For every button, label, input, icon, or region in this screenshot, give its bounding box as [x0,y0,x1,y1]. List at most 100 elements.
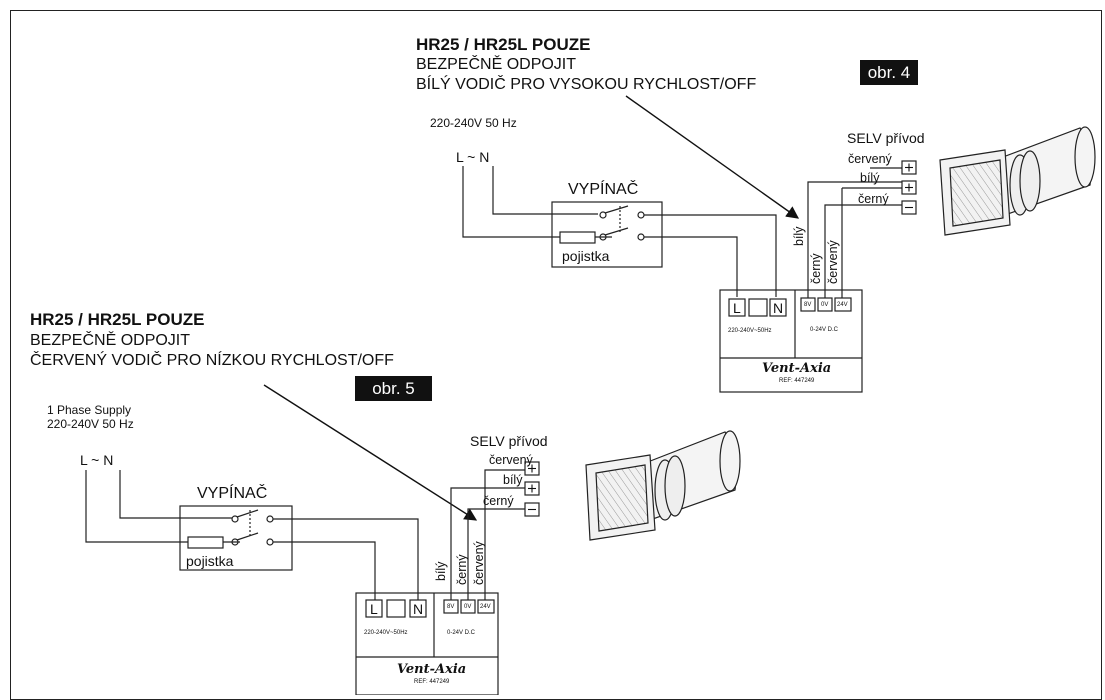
fig4-switch-label: VYPÍNAČ [568,181,639,198]
fig4-grille-slats [949,159,1004,227]
fig4-fan-unit [939,126,1096,236]
fig5-selv-red [484,469,525,600]
fig5-switched-neutral [273,518,419,600]
fig5-contact [266,538,274,546]
fig4-fuse-label: pojistka [562,248,610,264]
fig4-supply-voltage: 220-240V 50 Hz [430,116,517,130]
fig5-switch-blade [236,509,259,518]
fig5-switch-blade [236,532,259,541]
fig4-neutral-wire [492,166,598,215]
fig4-instruction-1: BEZPEČNĚ ODPOJIT [416,56,577,73]
fig5-selv-black [467,508,525,600]
fig5-term-24v: 24V [480,604,491,610]
fig4-switched-live [644,236,738,297]
fig5-wire-black-label: černý [483,494,514,508]
fig5-contact [266,515,274,523]
fig5-vert-white: bílý [434,561,448,581]
fig5-selv-label: SELV přívod [470,433,548,449]
fig5-selv-minus [524,502,540,517]
fig5-supply-phase: 1 Phase Supply [47,403,132,417]
fig5-grille-slats [595,464,649,532]
fig4-switch-blade [604,227,629,236]
fig5-fuse [187,536,224,549]
fig5-wire-white-label: bílý [503,473,523,487]
fig4-term-8v: 8V [804,302,812,308]
fig4-vert-white: bílý [792,226,806,246]
fig4-term-l: L [733,300,741,316]
fig5-selv-plus-2 [524,481,540,496]
fig5-arrow [263,384,478,521]
fig4-contact [637,233,645,241]
fig5-line-neutral: L ~ N [80,452,114,468]
fig5-terminal-24v [477,599,495,614]
fig5-duct-ring [664,455,686,517]
fig5-selv-plus-1 [524,461,540,476]
fig5-term-0v: 0V [464,604,472,610]
fig4-controller [719,289,863,393]
fig5-terminal-L [365,599,383,618]
fig5-switch-box [179,505,293,571]
fig5-duct-end [719,430,741,492]
fig4-diagram [462,95,917,393]
fig4-duct-end [1074,126,1096,188]
fig5-supply-voltage: 220-240V 50 Hz [47,417,134,431]
fig4-contact [599,233,607,241]
fig4-live-wire [462,166,560,238]
fig4-instruction-2: BÍLÝ VODIČ PRO VYSOKOU RYCHLOST/OFF [416,76,757,93]
fig5-ref: REF: 447249 [414,679,450,685]
fig4-terminal-blank [748,298,768,317]
fig5-vert-black: černý [455,554,469,585]
fig5-heading: HR25 / HR25L POUZE [30,310,205,329]
fig4-heading: HR25 / HR25L POUZE [416,35,591,54]
fig4-selv-minus [901,200,917,215]
fig4-term-0v: 0V [821,302,829,308]
fig4-line-neutral: L ~ N [456,149,490,165]
fig4-selv-label: SELV přívod [847,130,925,146]
fig4-wire-white-label: bílý [860,171,880,185]
fig5-instruction-1: BEZPEČNĚ ODPOJIT [30,332,191,349]
fig4-fuse [559,231,596,244]
fig5-instruction-2: ČERVENÝ VODIČ PRO NÍZKOU RYCHLOST/OFF [30,352,394,369]
fig4-selv-plus-2 [901,180,917,195]
fig4-mains-rating: 220-240V~50Hz [728,328,772,334]
fig4-contact [599,211,607,219]
fig4-wire-red-label: červený [848,152,892,166]
fig5-fan-unit [585,430,741,541]
fig5-brand-logo: Vent-Axia [397,662,467,677]
fig5-term-n: N [413,601,424,617]
fig5-figure-badge: obr. 5 [355,376,432,401]
fig4-switch-box [551,201,663,268]
fig5-dc-rating: 0-24V D.C [447,630,476,636]
fig4-switched-neutral [644,214,777,297]
fig4-vert-black: černý [809,253,823,284]
fig4-terminal-L [728,298,746,317]
fig4-selv-red [807,181,902,298]
fig5-diagram [85,384,540,695]
fig5-switched-live [273,541,376,600]
fig4-contact [637,211,645,219]
fig5-term-8v: 8V [447,604,455,610]
fig5-contact [231,538,239,546]
fig5-vert-red: červený [472,541,486,585]
fig4-term-n: N [773,300,784,316]
fig5-fuse-label: pojistka [186,553,234,569]
fig5-selv-white [450,487,525,600]
fig5-switch-label: VYPÍNAČ [197,485,268,502]
fig4-brand-logo: Vent-Axia [762,361,832,376]
fig4-figure-badge: obr. 4 [860,60,918,85]
fig5-live-wire [85,470,188,543]
fig4-terminal-N [769,298,787,317]
fig5-controller [355,592,499,695]
fig4-selv-white [824,204,902,298]
fig5-neutral-wire [119,470,232,519]
fig5-terminal-blank [386,599,406,618]
fig4-wire-black-label: černý [858,192,889,206]
fig4-dc-rating: 0-24V D.C [810,327,839,333]
fig4-vert-red: červený [826,240,840,284]
fig5-terminal-N [409,599,427,618]
fig5-contact [231,515,239,523]
fig5-term-l: L [370,601,378,617]
fig4-switch-blade [604,205,629,214]
fig4-arrow [625,95,800,219]
